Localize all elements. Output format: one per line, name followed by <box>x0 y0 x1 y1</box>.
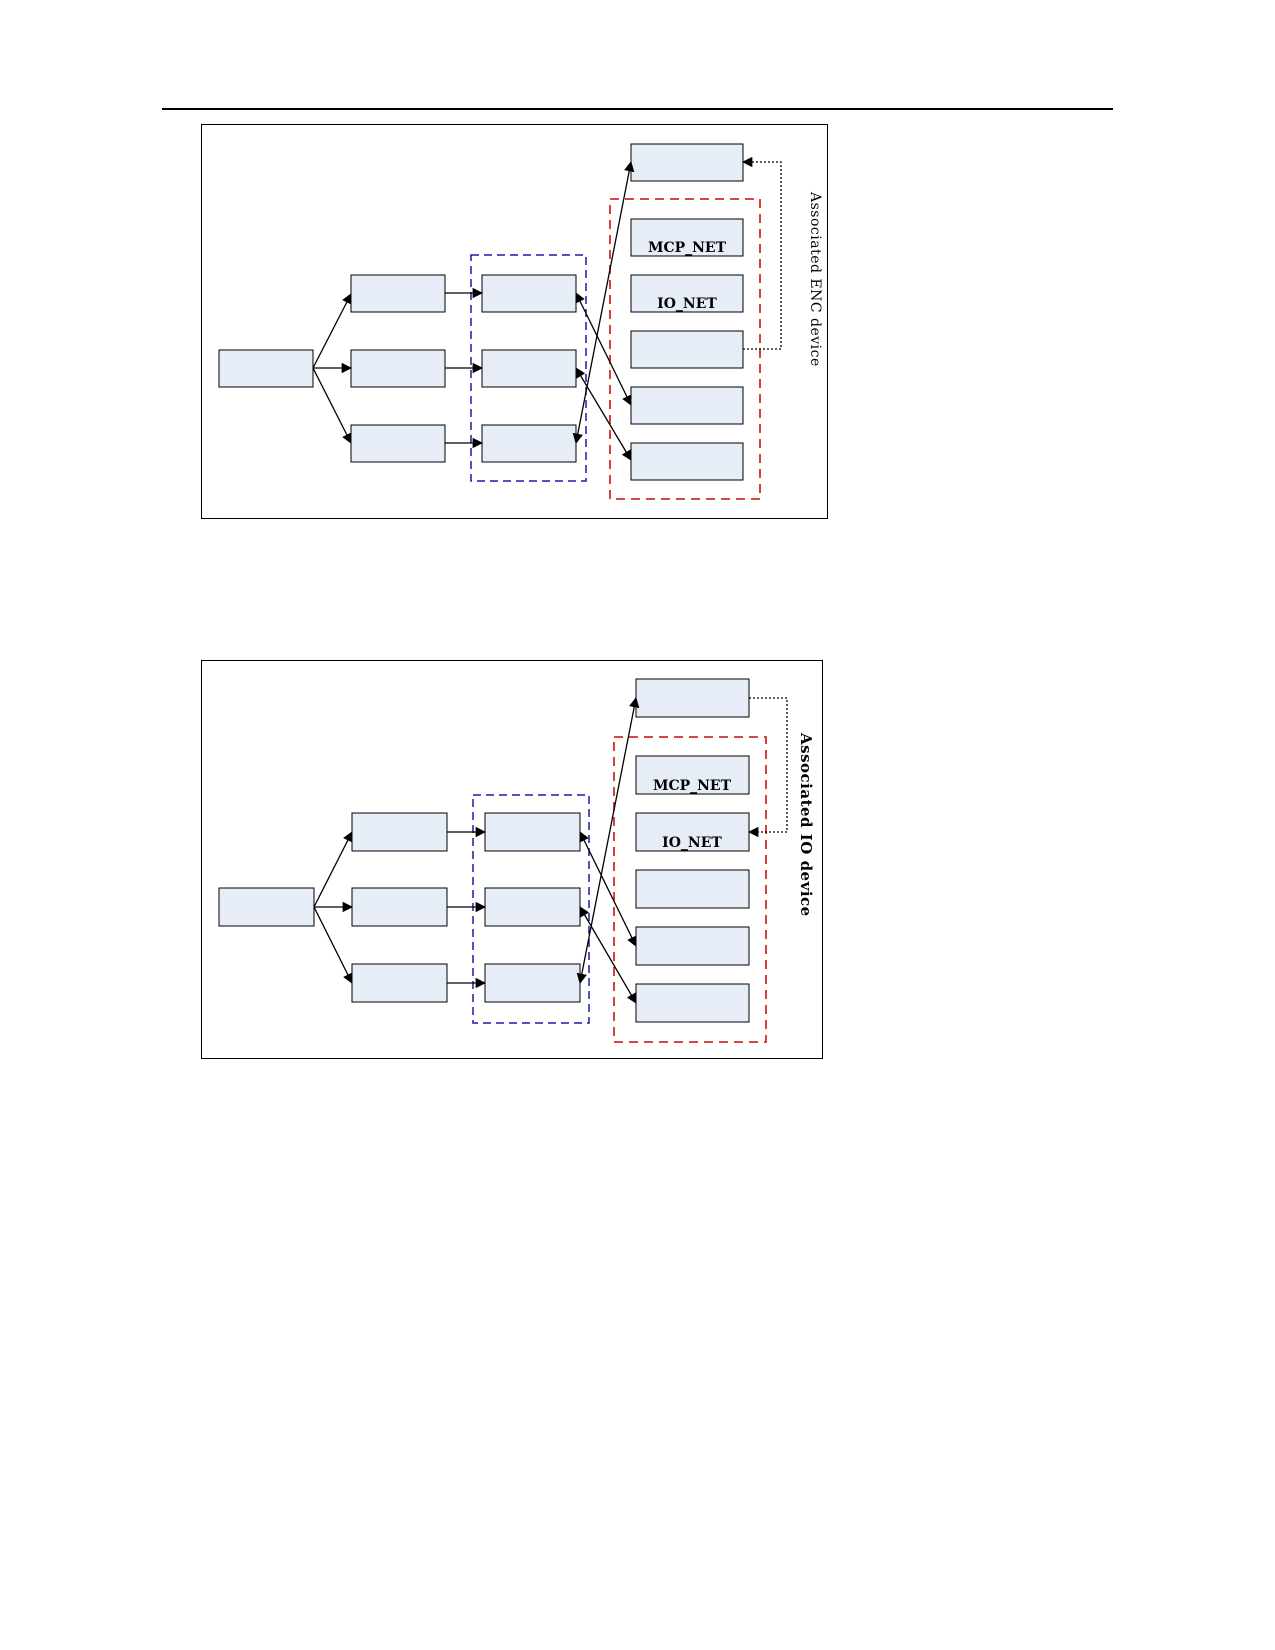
stage2-box-bottom <box>484 963 581 1003</box>
arrow-root-to-bottom <box>312 367 352 444</box>
red-box-4 <box>635 926 750 966</box>
red-box-2-label: IO_NET <box>662 835 722 851</box>
red-box-1-label: MCP_NET <box>648 240 727 256</box>
red-box-1-label: MCP_NET <box>653 778 732 794</box>
stage2-box-top <box>481 274 577 313</box>
root-box <box>218 349 314 388</box>
arrow-root-to-top <box>312 293 352 369</box>
stage1-box-top <box>350 274 446 313</box>
red-box-2-label: IO_NET <box>657 296 717 312</box>
arrow-root-to-bottom <box>313 906 353 984</box>
diagram-associated-io-device: MCP_NET IO_NET Associated IO device <box>201 660 823 1059</box>
stage1-box-middle <box>350 349 446 388</box>
dotted-association-arrow <box>741 156 782 350</box>
stage1-box-bottom <box>350 424 446 463</box>
blue-dashed-group <box>472 794 590 1024</box>
stage2-box-bottom <box>481 424 577 463</box>
side-label: Associated ENC device <box>807 191 823 367</box>
arrow-cross-middle-to-red5 <box>575 367 632 461</box>
associated-device-box <box>630 143 744 182</box>
arrow-cross-bottom-to-device <box>576 696 640 985</box>
arrow-root-to-top <box>313 831 353 908</box>
diagram-frame <box>201 660 823 1059</box>
side-label: Associated IO device <box>797 732 815 917</box>
red-box-3 <box>635 869 750 909</box>
diagram-frame <box>201 124 828 519</box>
red-box-3 <box>630 330 744 369</box>
red-dashed-group <box>613 736 767 1043</box>
arrow-cross-bottom-to-device <box>572 160 635 445</box>
diagram-associated-enc-device: MCP_NET IO_NET Associated ENC device <box>201 124 828 519</box>
associated-device-box <box>635 678 750 718</box>
stage1-box-top <box>351 812 448 852</box>
header-rule <box>162 108 1113 110</box>
red-box-5 <box>630 442 744 481</box>
red-box-1 <box>635 755 750 795</box>
red-box-2 <box>630 274 744 313</box>
red-box-4 <box>630 386 744 425</box>
stage2-box-middle <box>481 349 577 388</box>
red-box-1 <box>630 218 744 257</box>
arrow-cross-top-to-red4 <box>575 292 632 406</box>
stage1-box-bottom <box>351 963 448 1003</box>
red-box-2 <box>635 812 750 852</box>
red-box-5 <box>635 983 750 1023</box>
stage2-box-middle <box>484 887 581 927</box>
stage1-box-middle <box>351 887 448 927</box>
dotted-association-arrow <box>747 697 788 838</box>
root-box <box>218 887 315 927</box>
stage2-box-top <box>484 812 581 852</box>
